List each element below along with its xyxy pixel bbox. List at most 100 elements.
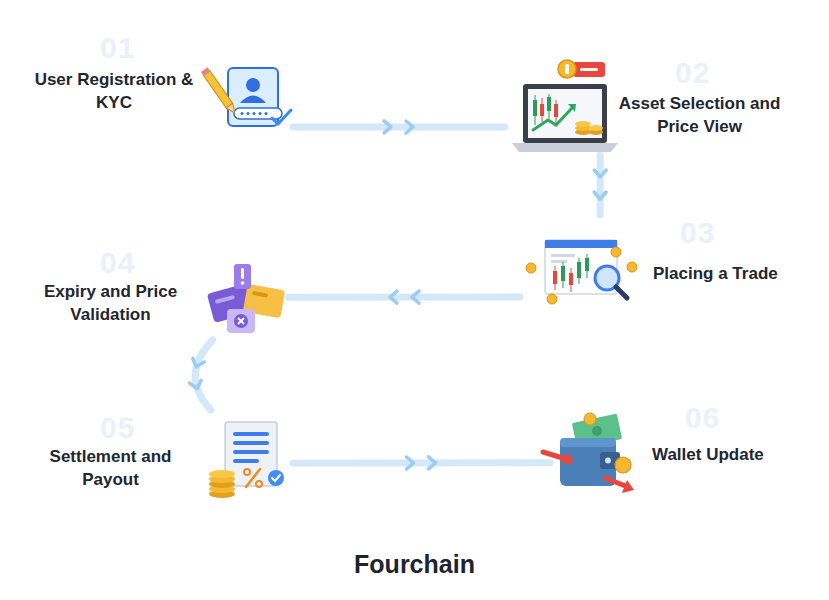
chart-magnifier-icon-part (547, 294, 557, 304)
laptop-chart-icon-part (523, 84, 607, 143)
laptop-chart-icon-part (580, 68, 598, 71)
payout-document-icon-part (268, 470, 284, 486)
chart-magnifier-icon-part (585, 258, 589, 271)
flow-connector (288, 291, 520, 303)
flow-line (288, 293, 520, 300)
chart-magnifier-icon-part (553, 271, 557, 284)
expiry-cards-icon-part (234, 264, 251, 289)
wallet-icon-part (562, 452, 574, 465)
step-label: User Registration & KYC (28, 68, 200, 114)
arrow-chevron (384, 121, 391, 133)
payout-document-icon-part (272, 475, 280, 481)
step-number: 03 (680, 217, 715, 249)
payout-document-icon-part (244, 469, 250, 475)
wallet-icon (543, 413, 634, 493)
laptop-chart-icon-part (533, 100, 537, 116)
expiry-cards-icon-part (241, 281, 245, 285)
expiry-cards-icon-part (241, 268, 244, 279)
chart-magnifier-icon-part (561, 266, 565, 281)
laptop-chart-icon-part (589, 125, 603, 131)
wallet-icon-part (592, 426, 602, 436)
payout-document-icon-part (233, 450, 269, 454)
id-card-icon-part (201, 67, 238, 115)
id-card-icon-part (272, 110, 291, 124)
laptop-chart-icon-part (512, 143, 618, 152)
id-card-icon-part (265, 112, 268, 115)
payout-document-icon-part (233, 441, 269, 445)
payout-document-icon-part (233, 459, 259, 463)
arrow-chevron (190, 380, 202, 388)
chart-magnifier-icon-part (551, 254, 575, 257)
arrow-chevron (594, 192, 606, 199)
step-number: 01 (100, 32, 135, 64)
expiry-cards-icon (207, 264, 285, 333)
arrow-chevron (407, 457, 414, 469)
id-card-icon-part-part (201, 67, 210, 76)
chart-magnifier-icon-part (526, 263, 536, 273)
laptop-chart-icon-part (573, 62, 605, 77)
step-label: Settlement and Payout (28, 445, 193, 491)
step-number: 06 (685, 402, 720, 434)
arrow-chevron (390, 291, 397, 303)
id-card-icon-part (240, 96, 266, 104)
arrow-chevron (412, 291, 419, 303)
id-card-icon-part (234, 108, 282, 119)
laptop-chart-icon-part (565, 64, 569, 74)
payout-document-icon-part (246, 469, 260, 487)
id-card-icon-part (247, 112, 250, 115)
step-number: 05 (100, 412, 135, 444)
laptop-chart-icon-part (568, 104, 576, 112)
chart-magnifier-icon-part (627, 262, 637, 272)
flow-connector (293, 121, 505, 133)
wallet-icon-part (543, 452, 566, 459)
arrow-chevron (406, 121, 413, 133)
payout-document-icon (209, 422, 284, 498)
id-card-icon-part (253, 112, 256, 115)
flow-line (293, 459, 550, 467)
step-node: 02Asset Selection and Price View (505, 55, 785, 155)
step-node: 01User Registration & KYC (28, 30, 293, 132)
chart-magnifier-icon-part (611, 247, 621, 257)
payout-document-icon-part (209, 470, 235, 478)
id-card-icon-part (259, 112, 262, 115)
laptop-chart-icon-part (528, 89, 602, 138)
flow-line (293, 123, 505, 130)
expiry-cards-icon-part (238, 318, 244, 324)
step-node: 05Settlement and Payout (28, 410, 293, 505)
flow-line (597, 155, 604, 215)
chart-magnifier-icon-part (569, 273, 573, 285)
wallet-icon-part (615, 457, 631, 473)
laptop-chart-icon-part (547, 97, 551, 111)
step-label: Asset Selection and Price View (617, 92, 782, 138)
id-card-icon-part-part (226, 103, 238, 115)
laptop-chart-icon-part (558, 60, 576, 78)
laptop-chart-icon-part (554, 104, 558, 117)
expiry-cards-icon-part (238, 318, 244, 324)
step-node: 03Placing a Trade (520, 215, 800, 305)
step-node: 04Expiry and Price Validation (28, 245, 288, 340)
arrow-chevron (429, 457, 436, 469)
chart-magnifier-icon-part (577, 262, 581, 278)
laptop-chart-icon-part (533, 108, 572, 130)
arrow-chevron (193, 358, 204, 367)
chart-magnifier-icon-part (545, 240, 617, 248)
wallet-icon-part (605, 478, 628, 487)
arrow-chevron (594, 170, 606, 177)
wallet-icon-part (584, 413, 596, 425)
payout-document-icon-part (233, 432, 269, 436)
chart-magnifier-icon-part (551, 260, 567, 263)
expiry-cards-icon-part (234, 314, 248, 328)
expiry-cards-icon-part (227, 309, 255, 333)
step-label: Expiry and Price Validation (28, 280, 193, 326)
laptop-chart-icon-part (575, 121, 591, 127)
id-card-icon (201, 67, 291, 126)
laptop-chart-icon (512, 60, 618, 152)
flow-connector (594, 155, 606, 215)
laptop-chart-icon-part (540, 104, 544, 116)
expiry-cards-icon-part (252, 291, 268, 298)
wallet-icon-part (622, 480, 634, 493)
step-number: 02 (675, 57, 710, 89)
flow-connector (293, 457, 550, 469)
